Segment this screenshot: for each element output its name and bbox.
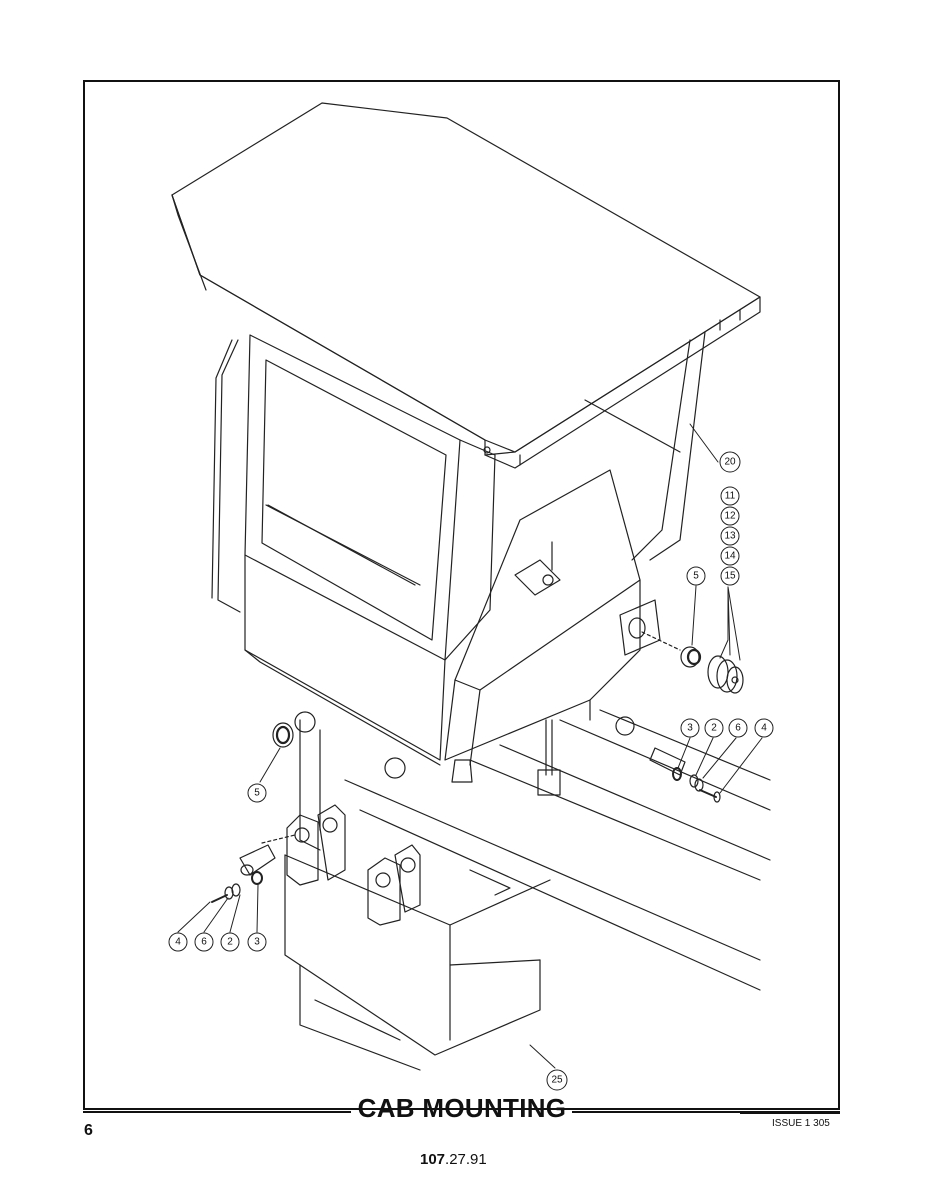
page-number: 6 [84, 1122, 93, 1139]
callout-3-left: 3 [247, 932, 267, 952]
title-rule-left [83, 1111, 351, 1113]
callout-4-left: 4 [168, 932, 188, 952]
svg-text:4: 4 [761, 723, 767, 734]
svg-text:20: 20 [724, 457, 736, 468]
callout-6-left: 6 [194, 932, 214, 952]
svg-text:4: 4 [175, 937, 181, 948]
callout-14: 14 [720, 546, 740, 566]
svg-text:3: 3 [687, 723, 693, 734]
svg-text:6: 6 [201, 937, 207, 948]
callout-20: 20 [719, 451, 741, 473]
svg-text:25: 25 [551, 1075, 563, 1086]
callout-6-right: 6 [728, 718, 748, 738]
svg-text:2: 2 [227, 937, 233, 948]
svg-text:2: 2 [711, 723, 717, 734]
mount-parts-right [641, 631, 744, 803]
drawing-frame [83, 80, 840, 1110]
callouts: 20 11 12 13 14 15 5 3 2 6 4 5 4 6 2 3 25 [168, 451, 774, 1091]
document-number: 107.27.91 [420, 1151, 487, 1168]
callout-5-right: 5 [686, 566, 706, 586]
callout-2-left: 2 [220, 932, 240, 952]
svg-text:5: 5 [254, 788, 260, 799]
callout-4-right: 4 [754, 718, 774, 738]
page-title: CAB MOUNTING [357, 1093, 567, 1123]
callout-15: 15 [720, 566, 740, 586]
svg-text:5: 5 [693, 571, 699, 582]
document-number-prefix: 107 [420, 1151, 446, 1168]
svg-text:15: 15 [724, 571, 736, 582]
chassis-frame [284, 709, 771, 1071]
svg-text:13: 13 [724, 531, 736, 542]
callout-13: 13 [720, 526, 740, 546]
cab-roof [171, 102, 761, 469]
leader-lines [177, 423, 763, 1069]
cab-body [211, 331, 706, 766]
svg-text:14: 14 [724, 551, 736, 562]
svg-text:11: 11 [725, 491, 736, 502]
svg-text:12: 12 [724, 511, 736, 522]
document-number-suffix: .27.91 [445, 1151, 487, 1168]
issue-label: ISSUE 1 305 [772, 1118, 830, 1129]
callout-5-left: 5 [247, 783, 267, 803]
callout-3-right: 3 [680, 718, 700, 738]
callout-25: 25 [546, 1069, 568, 1091]
title-rule-right [572, 1111, 840, 1113]
callout-12: 12 [720, 506, 740, 526]
title-rule-end [740, 1112, 840, 1114]
svg-text:6: 6 [735, 723, 741, 734]
mount-parts-left [211, 722, 296, 903]
callout-2-right: 2 [704, 718, 724, 738]
callout-11: 11 [720, 486, 740, 506]
svg-text:3: 3 [254, 937, 260, 948]
